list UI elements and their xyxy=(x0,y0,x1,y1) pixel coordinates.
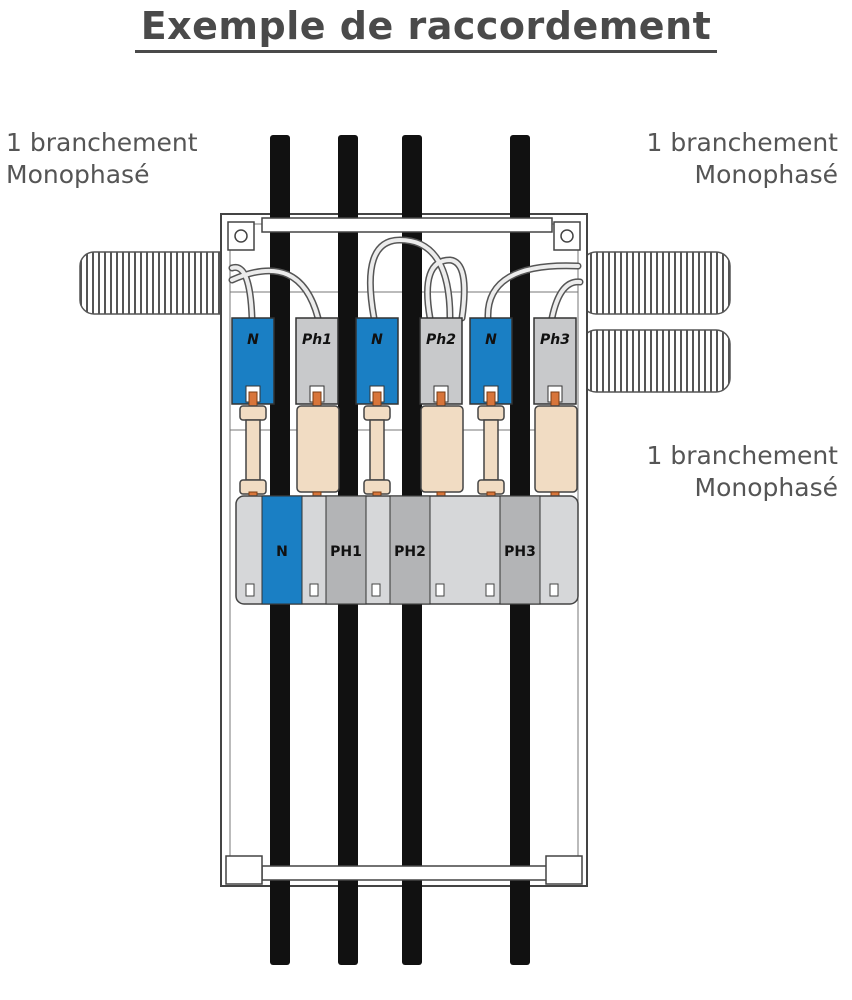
label-right-bottom-line1: 1 branchement xyxy=(646,441,838,470)
label-right-top-line2: Monophasé xyxy=(694,160,838,189)
phase-fuses xyxy=(296,405,578,493)
conduit-right-top xyxy=(581,251,731,315)
terminal-label: Ph3 xyxy=(540,332,570,348)
label-right-bottom: 1 branchement Monophasé xyxy=(646,440,838,504)
label-left-line1: 1 branchement xyxy=(6,128,198,157)
page-title: Exemple de raccordement xyxy=(0,4,852,53)
terminal-label: N xyxy=(247,332,259,348)
busbar: N PH1 PH2 PH3 xyxy=(235,495,579,605)
busbar-label: PH1 xyxy=(330,544,362,560)
top-rail xyxy=(227,217,581,251)
busbar-label: N xyxy=(276,544,288,560)
terminal-n-1: N xyxy=(231,317,275,405)
bottom-rail xyxy=(225,855,583,885)
terminal-ph2: Ph2 xyxy=(419,317,463,405)
terminal-ph3: Ph3 xyxy=(533,317,577,405)
terminal-n-2: N xyxy=(355,317,399,405)
label-right-bottom-line2: Monophasé xyxy=(694,473,838,502)
label-left-line2: Monophasé xyxy=(6,160,150,189)
terminal-label: Ph1 xyxy=(302,332,332,348)
busbar-label: PH3 xyxy=(504,544,536,560)
terminal-ph1: Ph1 xyxy=(295,317,339,405)
terminal-label: N xyxy=(485,332,497,348)
conduit-right-bottom xyxy=(581,329,731,393)
terminal-label: N xyxy=(371,332,383,348)
terminal-n-3: N xyxy=(469,317,513,405)
feeder-wires-inner xyxy=(230,237,582,320)
busbar-label: PH2 xyxy=(394,544,426,560)
label-right-top: 1 branchement Monophasé xyxy=(646,127,838,191)
conduit-left xyxy=(79,251,241,315)
terminal-label: Ph2 xyxy=(426,332,456,348)
label-right-top-line1: 1 branchement xyxy=(646,128,838,157)
copper-pins-top xyxy=(248,391,560,407)
label-left: 1 branchement Monophasé xyxy=(6,127,198,191)
